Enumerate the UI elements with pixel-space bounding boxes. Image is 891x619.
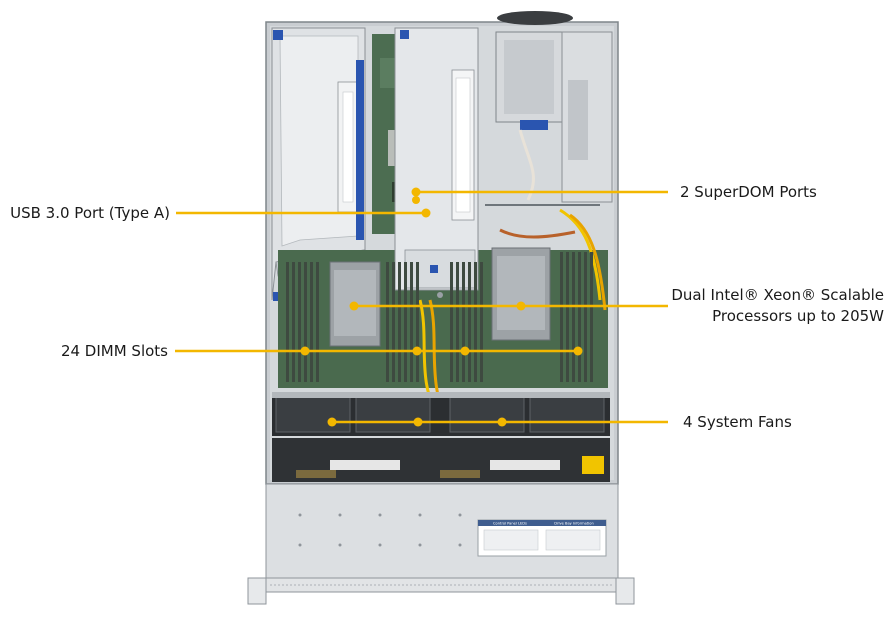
dot-dimm-1: [300, 346, 310, 356]
label-cpu-line2: Processors up to 205W: [712, 307, 884, 325]
label-usb-port: USB 3.0 Port (Type A): [10, 204, 170, 222]
dot-fan-2: [413, 417, 423, 427]
service-label-left-title: Control Panel LEDs: [493, 522, 527, 526]
dot-cpu-right: [516, 301, 526, 311]
cpu-right: [491, 247, 551, 341]
dot-dimm-4: [573, 346, 583, 356]
dot-cpu-left: [349, 301, 359, 311]
drive-cage: [495, 31, 613, 203]
label-dimm-slots: 24 DIMM Slots: [60, 342, 168, 360]
dot-dimm-2: [412, 346, 422, 356]
drive-backplane: [272, 438, 610, 482]
service-info-label: [477, 519, 607, 557]
label-cpu-line1: Dual Intel® Xeon® Scalable: [671, 286, 884, 304]
service-label-right-title: Drive Bay Information: [554, 522, 593, 526]
callout-dots: [300, 187, 583, 427]
callout-lines: [175, 190, 668, 424]
dot-usb: [421, 208, 431, 218]
dot-fan-1: [327, 417, 337, 427]
front-bezel: [247, 577, 635, 605]
dot-superdom-1: [411, 187, 421, 197]
top-fan-shroud: [497, 11, 573, 25]
label-system-fans: 4 System Fans: [683, 413, 792, 431]
label-cpu: Dual Intel® Xeon® Scalable Processors up…: [660, 285, 884, 327]
dot-fan-3: [497, 417, 507, 427]
right-riser-cage: [394, 27, 479, 298]
dot-dimm-3: [460, 346, 470, 356]
dot-superdom-2: [412, 196, 420, 204]
dimm-slots: [286, 252, 593, 382]
label-superdom-ports: 2 SuperDOM Ports: [680, 183, 817, 201]
fan-bank: [272, 392, 610, 436]
